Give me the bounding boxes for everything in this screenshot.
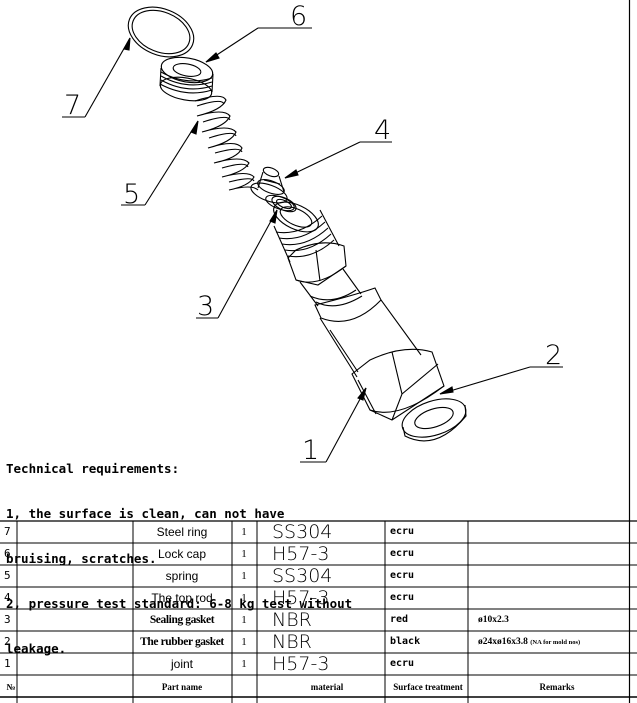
part-1-joint bbox=[273, 201, 445, 421]
bom-quantity: 1 bbox=[241, 614, 247, 626]
callout-7: 7 bbox=[64, 90, 81, 121]
bom-part-name: Sealing gasket bbox=[149, 614, 215, 626]
bom-quantity: 1 bbox=[241, 636, 247, 648]
bom-part-name: spring bbox=[165, 569, 199, 583]
bom-header-material: material bbox=[310, 682, 344, 692]
bom-grid bbox=[0, 521, 637, 703]
tech-req-line: 2, pressure test standard: 6-8 kg test w… bbox=[6, 596, 353, 611]
bom-index: 7 bbox=[4, 525, 11, 538]
bom-part-name: joint bbox=[170, 657, 193, 671]
bom-surface-treatment: ecru bbox=[390, 570, 415, 581]
bom-material: NBR bbox=[272, 631, 312, 653]
bom-remark: ø10x2.3 bbox=[478, 615, 509, 625]
bom-part-name: Steel ring bbox=[156, 525, 208, 539]
callout-3: 3 bbox=[197, 291, 214, 322]
callout-numbers: 6 7 5 4 3 2 1 bbox=[64, 1, 562, 466]
bom-header-qty bbox=[234, 676, 254, 698]
bom-index: 5 bbox=[4, 569, 11, 582]
bom-row: 5 spring 1 SS304 ecru bbox=[0, 565, 637, 587]
bom-quantity: 1 bbox=[241, 570, 247, 582]
bom-quantity: 1 bbox=[241, 592, 247, 604]
tech-req-line: bruising, scratches. bbox=[6, 551, 157, 566]
tech-req-title: Technical requirements: bbox=[6, 461, 180, 476]
bom-surface-treatment: red bbox=[390, 614, 409, 625]
bom-remark bbox=[478, 653, 636, 675]
bom-index: 3 bbox=[4, 613, 11, 626]
callout-leaders bbox=[62, 27, 563, 463]
bom-remark-note: (NA for mold nos) bbox=[530, 639, 581, 646]
bom-index: 6 bbox=[4, 547, 11, 560]
bom-index: 1 bbox=[4, 657, 11, 670]
tech-req-line: 1, the surface is clean, can not have bbox=[6, 506, 285, 521]
part-7-steel-ring bbox=[127, 6, 195, 58]
callout-5: 5 bbox=[123, 179, 140, 210]
technical-requirements: Technical requirements: 1, the surface i… bbox=[6, 431, 366, 671]
bom-row: 2 The rubber gasket 1 NBR black ø24xø16x3.8 (… bbox=[0, 631, 637, 653]
bom-material: SS304 bbox=[272, 521, 333, 543]
bom-material: H57-3 bbox=[272, 587, 330, 609]
callout-1: 1 bbox=[302, 435, 319, 466]
bom-remark bbox=[478, 587, 636, 609]
bom-header-remark: Remarks bbox=[539, 682, 575, 692]
bom-row: 7 Steel ring 1 SS304 ecru bbox=[0, 521, 637, 543]
bom-surface-treatment: ecru bbox=[390, 548, 415, 559]
bom-header-index: № bbox=[6, 682, 16, 692]
bom-remark: ø24xø16x3.8 (NA for mold nos) bbox=[478, 637, 581, 647]
part-5-spring bbox=[194, 95, 259, 191]
bom-surface-treatment: ecru bbox=[390, 526, 415, 537]
bom-remark bbox=[478, 565, 636, 587]
bom-material: SS304 bbox=[272, 565, 333, 587]
bom-surface-treatment: ecru bbox=[390, 658, 415, 669]
callout-4: 4 bbox=[374, 115, 391, 146]
bom-part-name: Lock cap bbox=[157, 547, 207, 561]
bom-surface-treatment: ecru bbox=[390, 592, 415, 603]
tech-req-line: leakage. bbox=[6, 641, 67, 656]
bom-material: NBR bbox=[272, 609, 312, 631]
callout-6: 6 bbox=[290, 1, 307, 32]
bom-row: 4 The top rod 1 H57-3 ecru bbox=[0, 587, 637, 609]
part-6-lock-cap bbox=[159, 56, 214, 102]
callout-2: 2 bbox=[545, 340, 562, 371]
bom-header-row: № Part name material Surface treatment Remar… bbox=[0, 676, 637, 698]
bom-row: 1 joint 1 H57-3 ecru bbox=[0, 653, 637, 675]
bom-material: H57-3 bbox=[272, 543, 330, 565]
part-2-rubber-gasket bbox=[401, 398, 467, 442]
bom-remark bbox=[478, 543, 636, 565]
bom-material: H57-3 bbox=[272, 653, 330, 675]
bom-quantity: 1 bbox=[241, 548, 247, 560]
bom-part-name: The rubber gasket bbox=[140, 636, 224, 648]
bom-index: 2 bbox=[4, 635, 11, 648]
bom-header-surface: Surface treatment bbox=[393, 682, 463, 692]
bom-remark bbox=[478, 521, 636, 543]
bom-quantity: 1 bbox=[241, 526, 247, 538]
bom-quantity: 1 bbox=[241, 658, 247, 670]
bom-index: 4 bbox=[4, 591, 11, 604]
bom-surface-treatment: black bbox=[390, 636, 421, 647]
bom-part-name: The top rod bbox=[151, 591, 213, 605]
bom-header-name: Part name bbox=[161, 682, 203, 692]
bom-row: 6 Lock cap 1 H57-3 ecru bbox=[0, 543, 637, 565]
bom-row: 3 Sealing gasket 1 NBR red ø10x2.3 bbox=[0, 609, 637, 631]
